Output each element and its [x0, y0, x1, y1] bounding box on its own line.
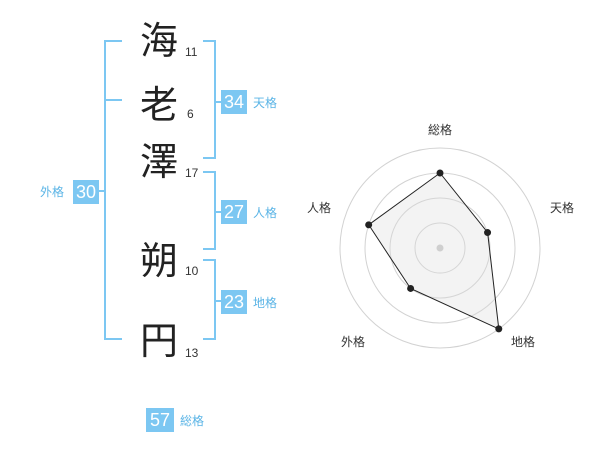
gaikaku-value: 30 — [73, 180, 99, 204]
radar-axis-label-tenkaku: 天格 — [550, 201, 575, 215]
chikaku-bracket-vertical — [214, 259, 216, 340]
stroke-count-5: 13 — [185, 346, 199, 360]
radar-ring-1 — [414, 222, 466, 274]
radar-axis-label-jinkaku: 人格 — [307, 201, 332, 215]
name-char-1: 海 — [140, 19, 179, 63]
gaikaku-bracket-bottom — [104, 338, 122, 340]
radar-point-0 — [436, 169, 444, 177]
radar-point-3 — [407, 284, 415, 292]
jinkaku-value: 27 — [221, 200, 247, 224]
radar-point-1 — [484, 229, 492, 237]
name-char-3: 澤 — [140, 140, 179, 184]
chikaku-value: 23 — [221, 290, 247, 314]
radar-ring-2 — [389, 197, 491, 299]
tenkaku-bracket-bottom — [203, 157, 216, 159]
stroke-count-2: 6 — [187, 107, 194, 121]
radar-ring-4 — [339, 147, 541, 349]
jinkaku-bracket-top — [203, 171, 216, 173]
radar-axis-label-chikaku: 地格 — [511, 335, 536, 349]
name-char-2: 老 — [140, 83, 179, 127]
jinkaku-label: 人格 — [253, 206, 278, 220]
tenkaku-bracket-vertical — [214, 40, 216, 159]
gaikaku-bracket-top — [104, 40, 122, 42]
gaikaku-bracket-mid — [104, 99, 122, 101]
tenkaku-bracket-top — [203, 40, 216, 42]
radar-center-dot — [436, 244, 444, 252]
stroke-count-1: 11 — [185, 45, 198, 59]
radar-axis-label-gaikaku: 外格 — [341, 335, 366, 349]
chikaku-label: 地格 — [253, 296, 278, 310]
name-char-5: 円 — [140, 319, 179, 363]
gaikaku-bracket-connector — [99, 190, 106, 192]
chikaku-bracket-bottom — [203, 338, 216, 340]
radar-series-polygon — [368, 172, 500, 330]
soukaku-label: 総格 — [180, 414, 205, 428]
tenkaku-bracket-connector — [214, 101, 222, 103]
chikaku-bracket-top — [203, 259, 216, 261]
stroke-count-3: 17 — [185, 166, 199, 180]
jinkaku-bracket-connector — [214, 211, 222, 213]
name-char-4: 朔 — [140, 239, 179, 283]
tenkaku-label: 天格 — [253, 96, 278, 110]
tenkaku-value: 34 — [221, 90, 247, 114]
stroke-count-4: 10 — [185, 264, 199, 278]
radar-point-4 — [365, 221, 373, 229]
radar-axis-label-soukaku: 総格 — [428, 123, 453, 137]
soukaku-value: 57 — [146, 408, 174, 432]
jinkaku-bracket-vertical — [214, 171, 216, 250]
chikaku-bracket-connector — [214, 300, 222, 302]
jinkaku-bracket-bottom — [203, 248, 216, 250]
radar-point-2 — [495, 325, 503, 333]
gaikaku-label: 外格 — [40, 185, 65, 199]
